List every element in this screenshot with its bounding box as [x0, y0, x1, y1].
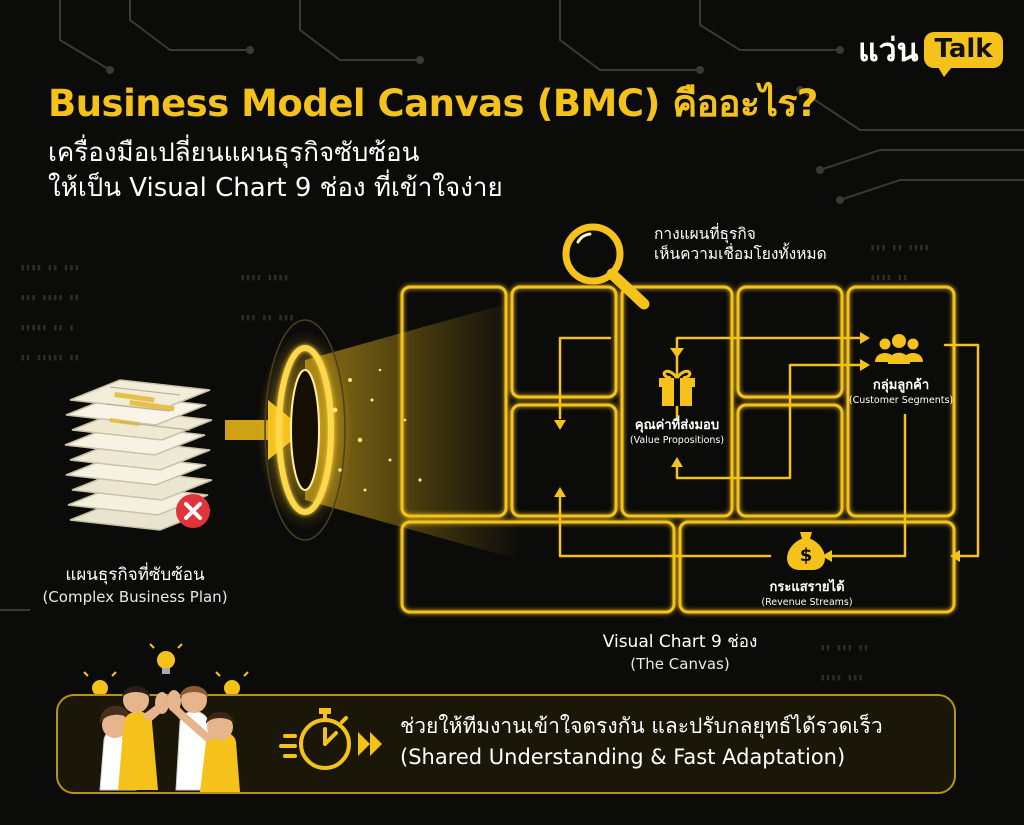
value-propositions-thai: คุณค่าที่ส่งมอบ — [634, 418, 720, 433]
svg-text:▮▮▮ ▮▮ ▮▮▮▮: ▮▮▮ ▮▮ ▮▮▮▮ — [870, 243, 930, 253]
team-people-icon — [99, 686, 240, 792]
brand-logo: แว่น Talk — [858, 24, 1003, 77]
benefit-text-english: (Shared Understanding & Fast Adaptation) — [400, 745, 846, 769]
canvas-caption-thai: Visual Chart 9 ช่อง — [602, 632, 758, 652]
logo-badge: Talk — [924, 32, 1003, 77]
value-propositions-label: คุณค่าที่ส่งมอบ (Value Propositions) — [612, 414, 742, 446]
svg-text:▮▮▮▮ ▮▮▮: ▮▮▮▮ ▮▮▮ — [820, 673, 863, 683]
people-icon — [875, 334, 923, 364]
svg-text:▮▮▮▮▮ ▮▮ ▮: ▮▮▮▮▮ ▮▮ ▮ — [20, 323, 74, 333]
canvas-cell-cost-structure — [400, 520, 676, 614]
svg-text:▮▮ ▮▮▮ ▮▮: ▮▮ ▮▮▮ ▮▮ — [820, 643, 869, 653]
money-bag-icon: $ — [787, 532, 825, 570]
circuit-lines — [0, 0, 1024, 611]
error-x-icon — [176, 494, 210, 528]
canvas-cell-revenue-streams — [678, 520, 956, 614]
canvas-cell-key-partners — [400, 285, 508, 518]
svg-text:▮▮▮ ▮▮▮▮ ▮▮: ▮▮▮ ▮▮▮▮ ▮▮ — [20, 293, 80, 303]
paper-stack-icon — [64, 379, 213, 531]
page-title: Business Model Canvas (BMC) คืออะไร? — [48, 82, 818, 125]
subtitle-line-2: ให้เป็น Visual Chart 9 ช่อง ที่เข้าใจง่า… — [48, 173, 503, 203]
magnifier-caption-line-1: กางแผนที่ธุรกิจ — [654, 225, 756, 243]
benefit-text: ช่วยให้ทีมงานเข้าใจตรงกัน และปรับกลยุทธ์… — [400, 711, 883, 773]
flow-arrows — [558, 336, 980, 558]
customer-segments-thai: กลุ่มลูกค้า — [872, 378, 930, 393]
canvas-cell-key-resources — [510, 403, 618, 518]
stopwatch-icon — [279, 708, 351, 770]
canvas-cell-customer-segments — [846, 285, 956, 518]
canvas-caption-english: (The Canvas) — [630, 655, 730, 673]
svg-text:▮▮▮▮ ▮▮: ▮▮▮▮ ▮▮ — [870, 273, 908, 283]
svg-text:▮▮▮▮ ▮▮ ▮▮▮: ▮▮▮▮ ▮▮ ▮▮▮ — [20, 263, 80, 273]
magnifier-caption-line-2: เห็นความเชื่อมโยงทั้งหมด — [654, 245, 827, 263]
portal-lens — [257, 300, 520, 560]
customer-segments-label: กลุ่มลูกค้า (Customer Segments) — [842, 374, 960, 406]
svg-text:▮▮ ▮▮▮▮▮ ▮▮: ▮▮ ▮▮▮▮▮ ▮▮ — [20, 353, 80, 363]
canvas-grid — [400, 285, 956, 614]
value-propositions-english: (Value Propositions) — [629, 435, 725, 446]
subtitle-line-1: เครื่องมือเปลี่ยนแผนธุรกิจซับซ้อน — [48, 138, 420, 168]
logo-text: แว่น — [858, 30, 919, 69]
benefit-text-thai: ช่วยให้ทีมงานเข้าใจตรงกัน และปรับกลยุทธ์… — [400, 714, 883, 738]
canvas-cell-value-propositions — [620, 285, 734, 518]
complex-plan-caption: แผนธุรกิจที่ซับซ้อน (Complex Business Pl… — [20, 561, 250, 606]
revenue-streams-english: (Revenue Streams) — [761, 597, 853, 608]
revenue-streams-thai: กระแสรายได้ — [769, 580, 845, 595]
gift-icon — [659, 369, 695, 406]
svg-text:▮▮▮ ▮▮ ▮▮▮: ▮▮▮ ▮▮ ▮▮▮ — [240, 313, 294, 323]
complex-plan-english: (Complex Business Plan) — [42, 588, 228, 606]
svg-text:$: $ — [800, 545, 813, 566]
fast-forward-icon — [358, 732, 382, 756]
magnifier-caption: กางแผนที่ธุรกิจ เห็นความเชื่อมโยงทั้งหมด — [654, 224, 827, 264]
canvas-caption: Visual Chart 9 ช่อง (The Canvas) — [570, 628, 790, 673]
customer-segments-english: (Customer Segments) — [848, 395, 954, 406]
page-subtitle: เครื่องมือเปลี่ยนแผนธุรกิจซับซ้อน ให้เป็… — [48, 136, 503, 206]
svg-text:▮▮▮▮ ▮▮▮▮: ▮▮▮▮ ▮▮▮▮ — [240, 273, 289, 283]
canvas-cell-key-activities — [510, 285, 618, 399]
revenue-streams-label: กระแสรายได้ (Revenue Streams) — [740, 576, 874, 608]
complex-plan-thai: แผนธุรกิจที่ซับซ้อน — [65, 565, 205, 585]
magnifier-icon — [562, 223, 650, 310]
